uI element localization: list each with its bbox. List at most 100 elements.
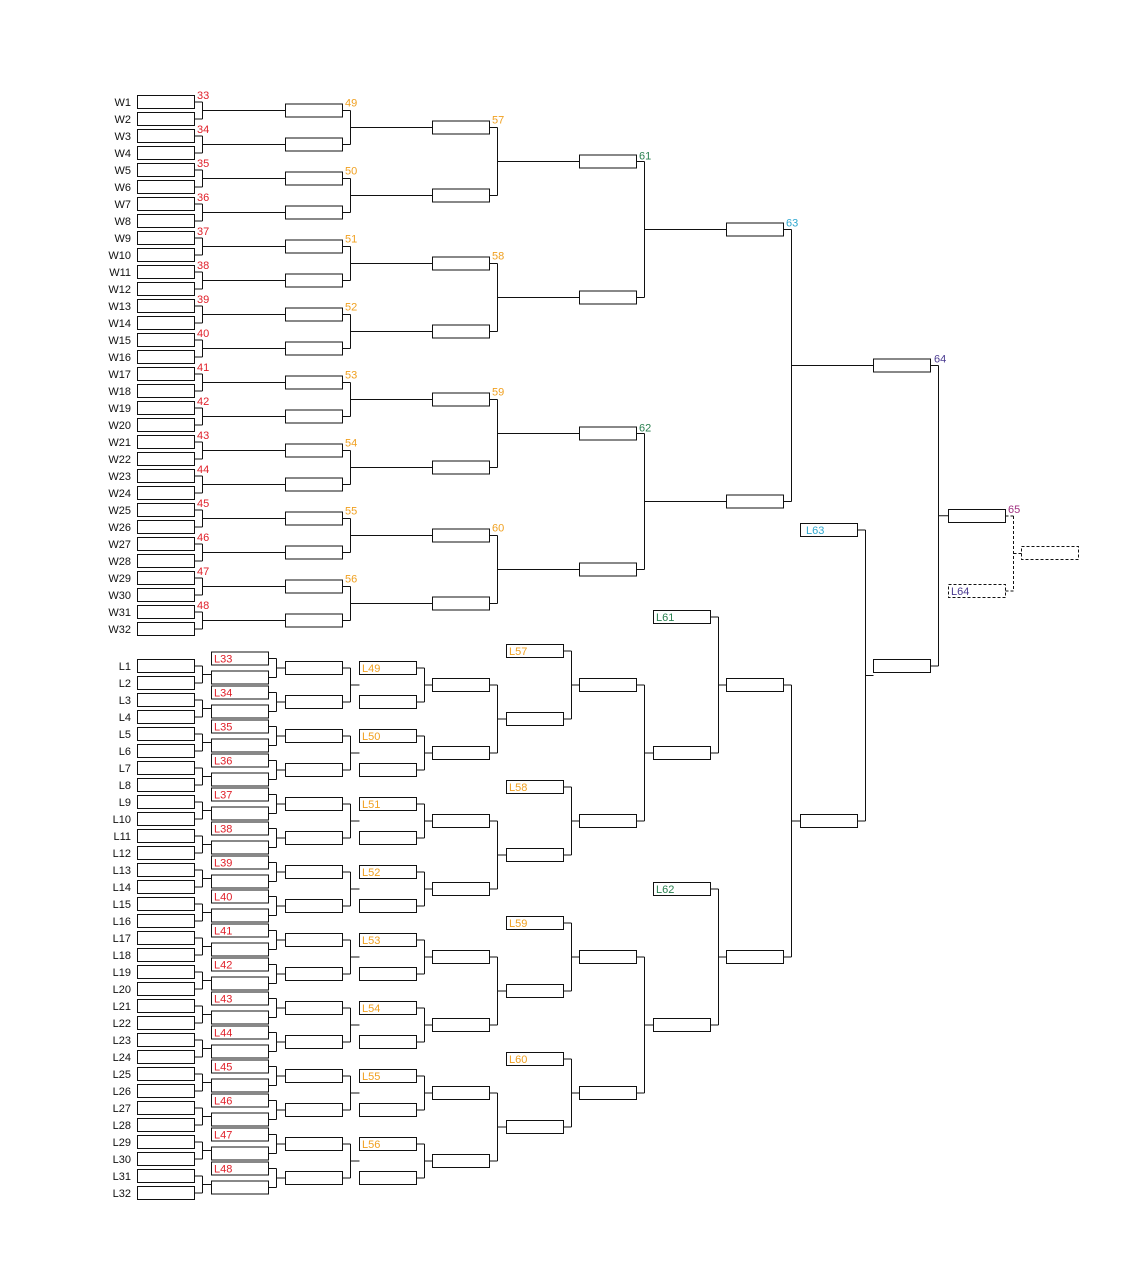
winners-round2-slot xyxy=(285,273,343,288)
bracket-label: L29 xyxy=(113,1137,131,1149)
bracket-label: W8 xyxy=(115,216,132,228)
bracket-label: W29 xyxy=(108,573,131,585)
bracket-label: W15 xyxy=(108,335,131,347)
bracket-label: W6 xyxy=(115,182,132,194)
bracket-label: L49 xyxy=(362,663,380,675)
losers-seed-slot xyxy=(137,1135,195,1149)
bracket-label: W1 xyxy=(115,97,132,109)
bracket-label: W18 xyxy=(108,386,131,398)
winners-round3-slot xyxy=(432,460,490,475)
winners-seed-slot xyxy=(137,265,195,279)
bracket-label: L30 xyxy=(113,1154,131,1166)
bracket-label: W25 xyxy=(108,505,131,517)
grand-final-reset-slot xyxy=(948,584,1006,598)
bracket-label: 62 xyxy=(639,423,651,435)
winners-seed-slot xyxy=(137,214,195,228)
winners-round2-slot xyxy=(285,137,343,152)
winners-seed-slot xyxy=(137,163,195,177)
winners-seed-slot xyxy=(137,367,195,381)
losers-stage2-slot xyxy=(285,763,343,777)
bracket-label: W19 xyxy=(108,403,131,415)
winners-seed-slot xyxy=(137,554,195,568)
losers-stage6-slot xyxy=(579,950,637,964)
bracket-label: W20 xyxy=(108,420,131,432)
winners-round3-slot xyxy=(432,120,490,135)
winners-seed-slot xyxy=(137,316,195,330)
bracket-label: W28 xyxy=(108,556,131,568)
losers-stage7-slot xyxy=(653,1018,711,1032)
winners-seed-slot xyxy=(137,537,195,551)
winners-seed-slot xyxy=(137,350,195,364)
losers-stage2-slot xyxy=(285,899,343,913)
bracket-label: 35 xyxy=(197,158,209,170)
losers-seed-slot xyxy=(137,727,195,741)
winners-seed-slot xyxy=(137,435,195,449)
losers-stage2-slot xyxy=(285,967,343,981)
losers-stage1-slot xyxy=(211,1180,269,1195)
bracket-label: L1 xyxy=(119,661,131,673)
losers-stage2-slot xyxy=(285,729,343,743)
bracket-label: W12 xyxy=(108,284,131,296)
losers-seed-slot xyxy=(137,982,195,996)
champion-slot xyxy=(1021,546,1079,560)
bracket-label: L41 xyxy=(214,926,232,938)
losers-stage4-slot xyxy=(432,678,490,692)
losers-seed-slot xyxy=(137,659,195,673)
winners-seed-slot xyxy=(137,605,195,619)
bracket-label: L35 xyxy=(214,722,232,734)
winners-round3-slot xyxy=(432,596,490,611)
losers-seed-slot xyxy=(137,778,195,792)
bracket-label: L58 xyxy=(509,782,527,794)
losers-stage9-slot xyxy=(800,814,858,828)
winners-round2-slot xyxy=(285,579,343,594)
grand-final-slot xyxy=(948,509,1006,523)
bracket-label: L23 xyxy=(113,1035,131,1047)
bracket-label: L61 xyxy=(656,612,674,624)
bracket-label: 43 xyxy=(197,430,209,442)
bracket-label: L45 xyxy=(214,1062,232,1074)
bracket-label: L52 xyxy=(362,867,380,879)
winners-round3-slot xyxy=(432,188,490,203)
losers-stage3-slot xyxy=(359,1103,417,1117)
bracket-label: L9 xyxy=(119,797,131,809)
losers-seed-slot xyxy=(137,693,195,707)
bracket-label: L55 xyxy=(362,1071,380,1083)
winners-seed-slot xyxy=(137,384,195,398)
winners-round3-slot xyxy=(432,324,490,339)
bracket-label: L18 xyxy=(113,950,131,962)
losers-seed-slot xyxy=(137,897,195,911)
losers-seed-slot xyxy=(137,1152,195,1166)
bracket-label: W10 xyxy=(108,250,131,262)
losers-stage1-slot xyxy=(211,840,269,855)
bracket-label: 38 xyxy=(197,260,209,272)
bracket-label: 46 xyxy=(197,532,209,544)
winners-round5-slot xyxy=(726,494,784,509)
bracket-label: 50 xyxy=(345,166,357,178)
bracket-label: W31 xyxy=(108,607,131,619)
losers-stage1-slot xyxy=(211,738,269,753)
losers-seed-slot xyxy=(137,676,195,690)
bracket-label: W4 xyxy=(115,148,132,160)
bracket-label: L6 xyxy=(119,746,131,758)
losers-stage2-slot xyxy=(285,1171,343,1185)
winners-seed-slot xyxy=(137,129,195,143)
winners-round3-slot xyxy=(432,528,490,543)
bracket-label: W30 xyxy=(108,590,131,602)
winners-round2-slot xyxy=(285,545,343,560)
bracket-label: 41 xyxy=(197,362,209,374)
losers-seed-slot xyxy=(137,931,195,945)
losers-stage2-slot xyxy=(285,661,343,675)
bracket-label: L48 xyxy=(214,1164,232,1176)
bracket-label: L28 xyxy=(113,1120,131,1132)
bracket-label: W9 xyxy=(115,233,132,245)
losers-stage3-slot xyxy=(359,1171,417,1185)
losers-seed-slot xyxy=(137,1101,195,1115)
losers-stage1-slot xyxy=(211,670,269,685)
bracket-label: L39 xyxy=(214,858,232,870)
winners-round2-slot xyxy=(285,205,343,220)
bracket-label: W21 xyxy=(108,437,131,449)
bracket-label: 57 xyxy=(492,115,504,127)
winners-round2-slot xyxy=(285,409,343,424)
bracket-label: L31 xyxy=(113,1171,131,1183)
